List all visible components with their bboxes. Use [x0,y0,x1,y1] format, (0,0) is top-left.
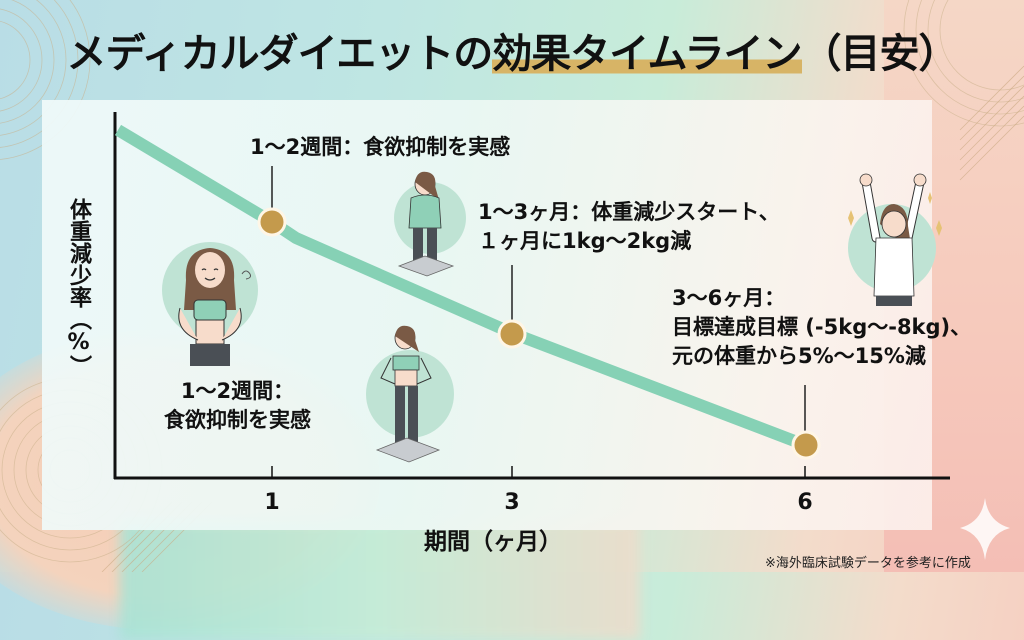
woman-on-scale-start-illustration [394,171,466,277]
marker-point-1[interactable] [257,207,287,237]
title-part2: （目安） [801,31,959,77]
illustration-caption-line1: 1〜2週間： [180,379,295,403]
annotation-1-3-months: 1〜3ヶ月：体重減少スタート、 １ヶ月に1kg〜2kg減 [478,198,780,256]
title-part1: メディカルダイエットの [66,31,493,77]
annotation-3-6-months: 3〜6ヶ月： 目標達成目標 (-5kg〜-8kg)、 元の体重から5%〜15%減 [672,284,971,371]
marker-point-3[interactable] [791,430,821,460]
line-chart [113,112,950,480]
x-axis-label: 期間（ヶ月） [424,529,562,555]
page-title: メディカルダイエットの効果タイムライン（目安） [0,24,1024,84]
annotation-3-6-months-line1: 3〜6ヶ月： [672,286,786,310]
x-tick-label-6: 6 [797,490,813,515]
woman-celebrating-illustration [848,173,942,306]
footnote: ※海外臨床試験データを参考に作成 [765,556,971,571]
illustration-caption: 1〜2週間： 食欲抑制を実感 [145,377,330,435]
x-tick-label-3: 3 [504,490,520,515]
title-highlight: 効果タイムライン [492,31,803,77]
annotation-1-3-months-line1: 1〜3ヶ月：体重減少スタート、 [478,200,780,224]
woman-touching-stomach-illustration [162,242,258,366]
illustration-caption-line2: 食欲抑制を実感 [164,408,311,432]
weight-loss-line [114,124,808,451]
annotation-1-2-weeks: 1〜2週間：食欲抑制を実感 [250,135,511,159]
y-axis-label: 体重減少率（%） [66,198,91,377]
marker-point-2[interactable] [497,319,527,349]
annotation-3-6-months-line2: 目標達成目標 (-5kg〜-8kg)、 [672,315,972,339]
annotation-1-3-months-line2: １ヶ月に1kg〜2kg減 [478,229,692,253]
woman-on-scale-slimmer-illustration [366,325,454,463]
annotation-3-6-months-line3: 元の体重から5%〜15%減 [672,344,926,368]
x-tick-label-1: 1 [264,490,280,515]
